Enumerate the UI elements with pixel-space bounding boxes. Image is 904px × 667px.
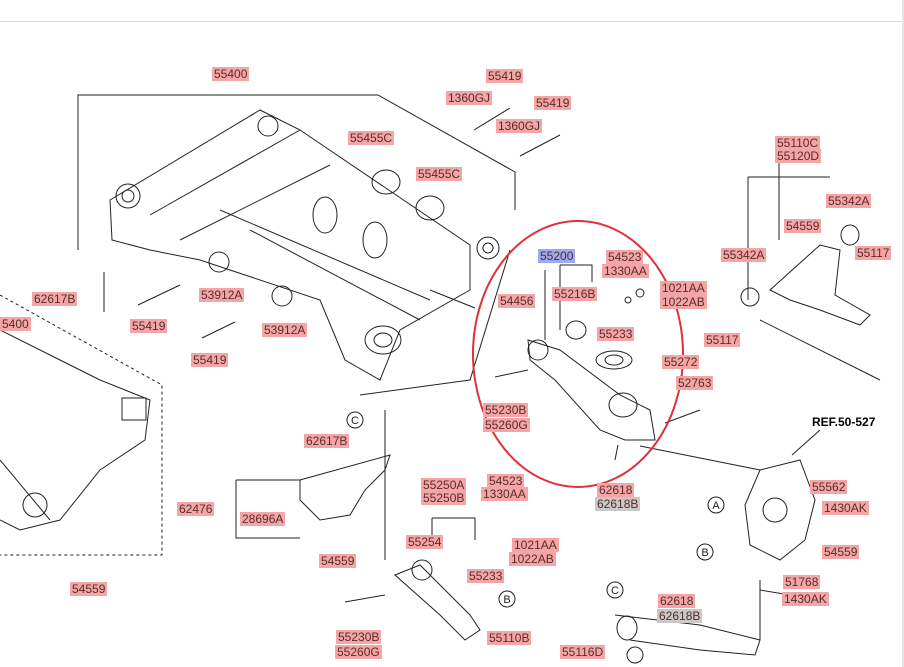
part-label[interactable]: 55230B [336, 630, 382, 644]
part-label[interactable]: 55110B [487, 631, 532, 645]
part-label[interactable]: 55342A [721, 248, 767, 262]
part-label[interactable]: 54559 [784, 219, 822, 233]
bushing-55455c-upper [371, 169, 401, 195]
part-label[interactable]: 62618B [595, 497, 641, 511]
part-label[interactable]: 53912A [262, 323, 308, 337]
adjacent-view-frame [0, 294, 163, 556]
part-label[interactable]: 28696A [240, 512, 286, 526]
part-label[interactable]: 1021AA [660, 281, 707, 295]
part-label[interactable]: 1360GJ [446, 91, 493, 105]
part-label[interactable]: 55260G [483, 418, 530, 432]
part-label[interactable]: 55260G [335, 645, 382, 659]
part-label[interactable]: 1022AB [509, 552, 556, 566]
callout-a [707, 496, 725, 514]
part-label[interactable]: 1330AA [481, 487, 528, 501]
part-label[interactable]: 54523 [487, 474, 525, 488]
part-label[interactable]: 55400 [212, 67, 250, 81]
part-label[interactable]: 55419 [130, 319, 168, 333]
callout-c-2 [606, 581, 624, 599]
bushing-55455c-lower [415, 195, 445, 221]
part-label[interactable]: 55216B [552, 287, 598, 301]
part-label[interactable]: 54523 [606, 250, 644, 264]
part-label[interactable]: 55342A [826, 194, 872, 208]
part-label[interactable]: 62476 [177, 502, 215, 516]
part-label[interactable]: 55117 [855, 246, 892, 260]
callout-c-2-text: C [611, 585, 619, 597]
callout-b-1 [696, 543, 714, 561]
part-label[interactable]: 55254 [406, 535, 444, 549]
part-label[interactable]: 55116D [560, 645, 606, 659]
part-label[interactable]: 52763 [676, 376, 714, 390]
part-label[interactable]: 62617B [304, 434, 350, 448]
callout-b-2 [498, 590, 516, 608]
part-label[interactable]: 55455C [416, 167, 463, 181]
part-label[interactable]: 5400 [0, 317, 31, 331]
part-label[interactable]: 55419 [534, 96, 572, 110]
part-label[interactable]: 55117 [704, 333, 741, 347]
part-label[interactable]: 62618 [658, 594, 696, 608]
part-label[interactable]: 1360GJ [496, 119, 543, 133]
part-label[interactable]: 55455C [348, 131, 395, 145]
part-label[interactable]: 1430AK [822, 501, 869, 515]
part-label[interactable]: 1330AA [602, 264, 649, 278]
part-label[interactable]: 55419 [191, 353, 229, 367]
highlight-circle [472, 220, 684, 488]
callout-c-1 [346, 411, 364, 429]
header-divider [0, 21, 904, 22]
part-label[interactable]: 55120D [775, 149, 822, 163]
bushing-53912a-upper [208, 251, 230, 273]
part-label[interactable]: 1022AB [660, 295, 707, 309]
part-label[interactable]: 1430AK [782, 592, 829, 606]
part-label[interactable]: 51768 [783, 575, 821, 589]
part-label[interactable]: 54559 [319, 554, 357, 568]
part-label[interactable]: 55250A [421, 478, 467, 492]
part-label[interactable]: 55230B [483, 403, 529, 417]
bushing-53912a-lower [271, 285, 293, 307]
part-label[interactable]: 54456 [498, 294, 536, 308]
part-label[interactable]: 62618 [597, 483, 635, 497]
subframe-body [109, 109, 471, 381]
part-label[interactable]: 55233 [467, 569, 505, 583]
part-label[interactable]: 55272 [662, 355, 700, 369]
part-label[interactable]: 55110C [775, 136, 821, 150]
callout-b-1-text: B [701, 547, 708, 559]
part-label[interactable]: 55200 [538, 249, 576, 263]
part-label[interactable]: 54559 [822, 545, 860, 559]
part-label[interactable]: 62617B [32, 292, 78, 306]
knuckle [744, 459, 816, 561]
callout-c-1-text: C [351, 415, 359, 427]
part-label[interactable]: 54559 [70, 582, 108, 596]
part-label[interactable]: 55419 [486, 69, 524, 83]
callout-b-2-text: B [503, 594, 510, 606]
callout-a-text: A [712, 500, 720, 512]
part-label: REF.50-527 [812, 415, 876, 429]
lower-arm-62476 [299, 454, 391, 521]
part-label[interactable]: 1021AA [512, 538, 559, 552]
upper-arm-55110c [769, 244, 871, 326]
part-label[interactable]: 55562 [810, 480, 848, 494]
part-label[interactable]: 55250B [421, 491, 467, 505]
part-label[interactable]: 55233 [597, 327, 635, 341]
part-label[interactable]: 53912A [199, 288, 245, 302]
window-edge [902, 0, 904, 667]
part-label[interactable]: 62618B [657, 609, 703, 623]
